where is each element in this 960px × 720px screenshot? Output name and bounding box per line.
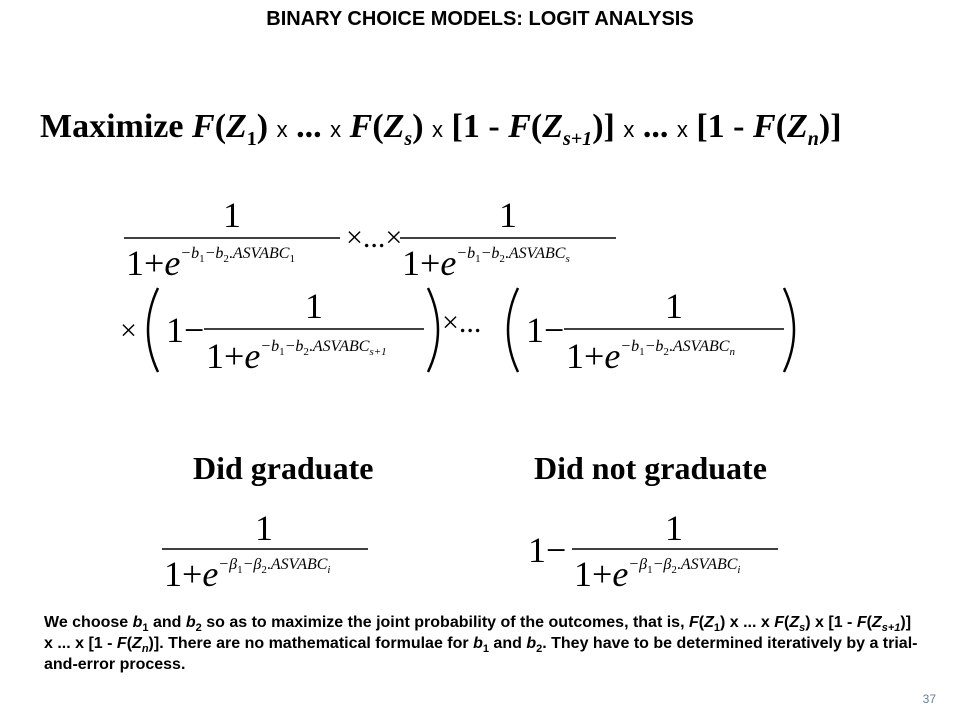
subscript: 1 <box>246 127 257 150</box>
ellipsis: ... <box>296 108 322 145</box>
did-graduate-label: Did graduate <box>193 450 374 486</box>
times-sign: x <box>623 117 635 142</box>
b-symbol: b <box>132 614 143 631</box>
bracket-open: [1 - <box>696 108 753 145</box>
subscript: 1 <box>142 622 149 635</box>
caption-text: and <box>488 635 527 652</box>
numerator-one: 1 <box>223 195 241 235</box>
one-minus: 1− <box>528 530 566 570</box>
denominator: 1+e−b1−b2.ASVABCs <box>402 243 570 283</box>
caption-text: . They have to be determined iteratively… <box>44 635 918 673</box>
b-symbol: b <box>185 614 196 631</box>
z-symbol: Z <box>226 108 247 145</box>
times-sign: x <box>330 117 342 142</box>
z-symbol: Z <box>542 108 563 145</box>
denominator: 1+e−β1−β2.ASVABCi <box>164 554 330 592</box>
paren: ) <box>412 108 424 145</box>
f-symbol: F <box>349 108 373 145</box>
subscript: 1 <box>713 622 720 635</box>
f-symbol: F <box>856 614 867 631</box>
caption-text: . There are no mathematical formulae for <box>159 635 474 652</box>
right-paren <box>426 287 440 373</box>
times-sign: x <box>276 117 288 142</box>
likelihood-equation-line-2: × 1− 1 1+e−b1−b2.ASVABCs+1 ×... 1− 1 1+e… <box>120 286 796 376</box>
denominator: 1+e−β1−β2.ASVABCi <box>574 554 740 592</box>
paren: ( <box>214 108 227 145</box>
subscript: s+1 <box>881 622 901 635</box>
subscript: n <box>807 127 819 150</box>
numerator-one: 1 <box>255 508 273 548</box>
caption-text: We choose <box>44 614 133 631</box>
not-graduate-probability-formula: 1− 1 1+e−β1−β2.ASVABCi <box>528 508 778 592</box>
explanation-paragraph: We choose b1 and b2 so as to maximize th… <box>44 614 918 673</box>
page-number: 37 <box>922 692 936 706</box>
maximize-word: Maximize <box>40 108 184 145</box>
f-symbol: F <box>192 108 215 145</box>
caption-text: x ... x <box>725 614 775 631</box>
z-symbol: Z <box>871 614 882 631</box>
ellipsis: ... <box>642 108 669 145</box>
denominator: 1+e−b1−b2.ASVABCn <box>566 336 735 376</box>
subscript: s+1 <box>563 127 593 150</box>
f-symbol: F <box>774 614 785 631</box>
z-symbol: Z <box>383 108 405 145</box>
times-ellipsis: ×... <box>442 306 481 339</box>
subscript: 1 <box>482 643 489 656</box>
z-symbol: Z <box>787 108 808 145</box>
maximize-expression: Maximize F(Z1) x ... x F(Zs) x [1 - F(Zs… <box>40 108 842 149</box>
bracket-open: [1 - <box>451 108 509 145</box>
times-sign: × <box>120 314 137 347</box>
likelihood-equation-line-1: 1 1+e−b1−b2.ASVABC1 ×...× 1 1+e−b1−b2.AS… <box>124 195 616 283</box>
did-not-graduate-label: Did not graduate <box>534 450 767 486</box>
numerator-one: 1 <box>665 286 683 326</box>
one-minus: 1− <box>526 310 564 350</box>
right-paren <box>782 287 796 373</box>
bracket-close: )] <box>592 108 615 145</box>
f-symbol: F <box>116 635 127 652</box>
subscript: s <box>799 622 806 635</box>
bracket-close: )] <box>818 108 842 145</box>
numerator-one: 1 <box>499 195 517 235</box>
f-symbol: F <box>508 108 531 145</box>
paren: ( <box>530 108 543 145</box>
graduate-probability-formula: 1 1+e−β1−β2.ASVABCi <box>162 508 368 592</box>
numerator-one: 1 <box>305 286 323 326</box>
f-symbol: F <box>753 108 776 145</box>
paren: ) <box>256 108 269 145</box>
slide-title: BINARY CHOICE MODELS: LOGIT ANALYSIS <box>266 8 694 30</box>
b-symbol: b <box>526 635 537 652</box>
z-symbol: Z <box>132 635 142 652</box>
left-paren <box>506 287 520 373</box>
b-symbol: b <box>473 635 483 652</box>
left-paren <box>146 287 160 373</box>
caption-text: so as to maximize the joint probability … <box>201 614 689 631</box>
paren: ( <box>775 108 788 145</box>
times-sign: x <box>676 117 688 142</box>
subscript: 2 <box>536 643 543 656</box>
numerator-one: 1 <box>665 508 683 548</box>
subscript: n <box>141 643 149 656</box>
times-ellipsis-times: ×...× <box>346 221 402 254</box>
z-symbol: Z <box>789 614 800 631</box>
z-symbol: Z <box>704 614 714 631</box>
paren: ( <box>372 108 384 145</box>
f-symbol: F <box>688 614 699 631</box>
caption-text: and <box>148 614 186 631</box>
subscript: s <box>404 127 413 150</box>
one-minus: 1− <box>166 310 204 350</box>
denominator: 1+e−b1−b2.ASVABC1 <box>126 243 295 283</box>
subscript: 2 <box>195 622 202 635</box>
denominator: 1+e−b1−b2.ASVABCs+1 <box>206 336 387 376</box>
times-sign: x <box>432 117 444 142</box>
